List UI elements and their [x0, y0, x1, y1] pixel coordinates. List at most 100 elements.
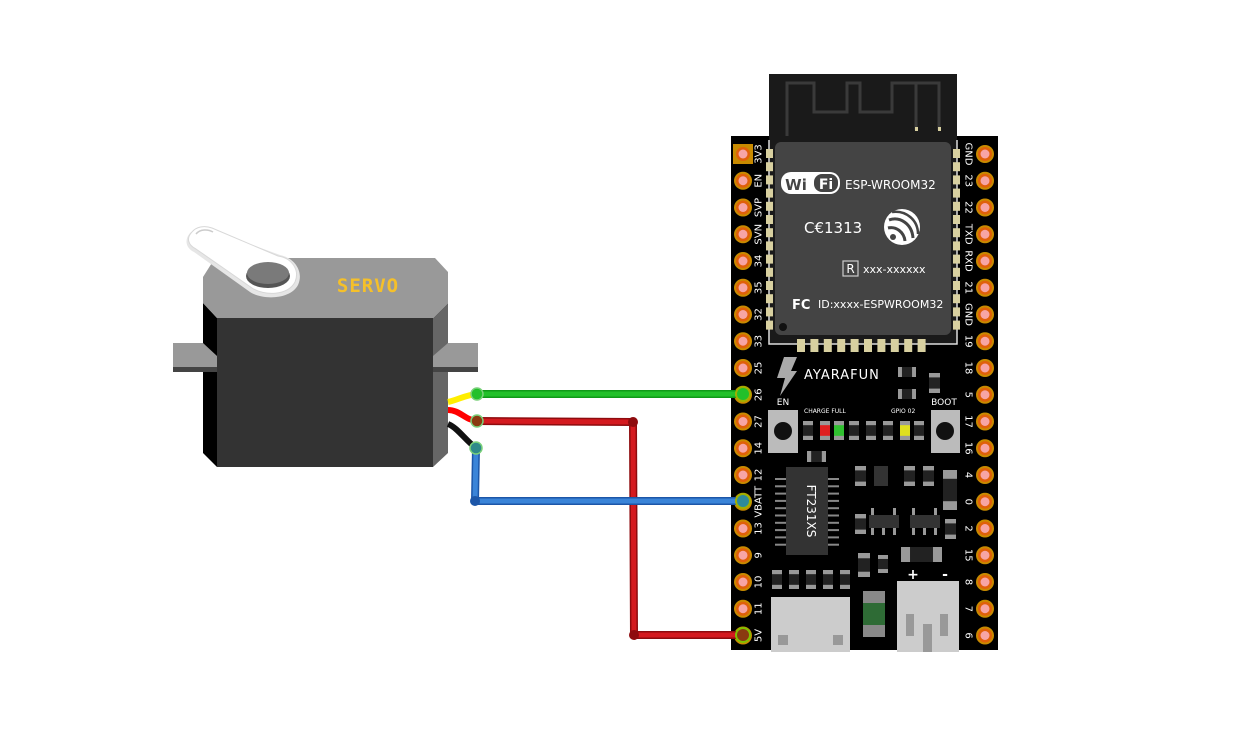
- pin-7[interactable]: 7: [963, 599, 995, 618]
- r-mark: R: [846, 262, 854, 276]
- module-bottom-pads: [797, 339, 926, 352]
- pin-16[interactable]: 16: [963, 439, 995, 458]
- pin-22[interactable]: 22: [963, 198, 995, 217]
- pin-35[interactable]: 35: [734, 278, 765, 297]
- wires: [469, 386, 751, 643]
- pin-label: 26: [754, 388, 765, 401]
- wire-endpoint[interactable]: [469, 441, 483, 455]
- pin-4[interactable]: 4: [963, 466, 995, 484]
- pin-label: 11: [754, 602, 765, 615]
- pin-19[interactable]: 19: [963, 332, 995, 351]
- servo-body: [217, 318, 433, 467]
- pin-26-connected[interactable]: [735, 386, 751, 402]
- pin-label: 5: [963, 392, 974, 398]
- pin-34[interactable]: 34: [734, 252, 765, 270]
- pin-27[interactable]: 27: [734, 412, 765, 431]
- wire-bend-point[interactable]: [470, 496, 480, 506]
- ce-mark: C€1313: [804, 219, 862, 237]
- servo-tab-left-shadow: [173, 367, 217, 372]
- usb-connector[interactable]: [771, 597, 850, 652]
- pin-10[interactable]: 10: [734, 573, 765, 591]
- pin1-dot: [779, 323, 787, 331]
- servo[interactable]: SERVO: [173, 226, 478, 467]
- espressif-logo: [884, 209, 920, 245]
- r-mark-box: [842, 260, 859, 277]
- pin-label: 33: [754, 335, 765, 348]
- pin-en[interactable]: EN: [734, 171, 765, 190]
- pin-8[interactable]: 8: [963, 573, 995, 591]
- pin-label: 0: [963, 499, 974, 505]
- servo-shaft-top: [247, 262, 289, 284]
- pin-21[interactable]: 21: [963, 278, 995, 297]
- pin-gnd[interactable]: GND: [963, 143, 995, 166]
- module-pads: [766, 149, 960, 330]
- fcc-id: ID:xxxx-ESPWROOM32: [818, 298, 943, 311]
- pin-label: 5V: [754, 629, 765, 642]
- wire-endpoint[interactable]: [470, 387, 484, 401]
- pin-label: GND: [963, 143, 974, 166]
- wire-power-red[interactable]: [470, 414, 747, 640]
- wire-ground-blue[interactable]: [469, 441, 747, 506]
- pin-rxd[interactable]: RXD: [963, 250, 995, 272]
- pin-9[interactable]: 9: [734, 546, 765, 565]
- wire-bend-point[interactable]: [628, 417, 638, 427]
- pin-vbatt-connected[interactable]: [735, 493, 751, 509]
- esp32-board[interactable]: 3V3ENSVPSVN343532332526271412VBATT139101…: [731, 74, 998, 652]
- pin-txd[interactable]: TXD: [963, 223, 995, 245]
- pin-33[interactable]: 33: [734, 332, 765, 351]
- pin-label: 17: [963, 415, 974, 428]
- pin-label: 32: [754, 308, 765, 321]
- antenna-pad: [938, 127, 941, 131]
- pin-5[interactable]: 5: [963, 385, 995, 404]
- pin-32[interactable]: 32: [734, 305, 765, 324]
- fc-mark: FC: [792, 298, 810, 313]
- en-button[interactable]: [768, 410, 798, 453]
- pin-svn[interactable]: SVN: [734, 224, 765, 245]
- pin-label: RXD: [963, 250, 974, 272]
- pin-label: 25: [754, 362, 765, 375]
- servo-label: SERVO: [337, 275, 399, 297]
- pin-5v-connected[interactable]: [735, 627, 751, 643]
- wire-endpoint[interactable]: [470, 414, 484, 428]
- ft231xs-chip: FT231XS: [775, 467, 839, 555]
- r-code: xxx-xxxxxx: [863, 263, 926, 276]
- pin-gnd[interactable]: GND: [963, 303, 995, 326]
- antenna-pad: [915, 127, 918, 131]
- pin-17[interactable]: 17: [963, 412, 995, 431]
- antenna-trace: [785, 81, 941, 136]
- servo-tab-left: [173, 343, 217, 367]
- en-button-cap[interactable]: [774, 422, 792, 440]
- pin-2[interactable]: 2: [963, 519, 995, 538]
- pin-3v3[interactable]: 3V3: [733, 144, 765, 164]
- pin-14[interactable]: 14: [734, 439, 765, 458]
- servo-horn[interactable]: [186, 226, 300, 298]
- wifi-logo: Wi Fi: [781, 172, 840, 194]
- wifi-logo-wi: Wi: [785, 176, 807, 194]
- brand-label: AYARAFUN: [804, 368, 880, 383]
- pin-label: 21: [963, 281, 974, 294]
- pin-label: 19: [963, 335, 974, 348]
- pin-15[interactable]: 15: [963, 546, 995, 565]
- pin-0[interactable]: 0: [963, 492, 995, 511]
- smd-components: [772, 367, 957, 589]
- pin-13[interactable]: 13: [734, 519, 765, 538]
- boot-button[interactable]: [931, 410, 960, 453]
- pin-label: SVN: [754, 224, 765, 245]
- pin-12[interactable]: 12: [734, 466, 765, 484]
- pin-23[interactable]: 23: [963, 171, 995, 190]
- wire-bend-point[interactable]: [629, 630, 639, 640]
- pin-25[interactable]: 25: [734, 359, 765, 377]
- pin-11[interactable]: 11: [734, 599, 765, 618]
- pin-label: SVP: [754, 198, 765, 217]
- pin-label: 10: [754, 576, 765, 589]
- pin-label: 7: [963, 606, 974, 612]
- pin-18[interactable]: 18: [963, 359, 995, 377]
- en-label: EN: [777, 398, 789, 408]
- boot-button-cap[interactable]: [936, 422, 954, 440]
- pin-6[interactable]: 6: [963, 626, 995, 645]
- pin-svp[interactable]: SVP: [734, 198, 765, 217]
- battery-connector[interactable]: [897, 581, 959, 652]
- wifi-logo-fi: Fi: [819, 177, 833, 193]
